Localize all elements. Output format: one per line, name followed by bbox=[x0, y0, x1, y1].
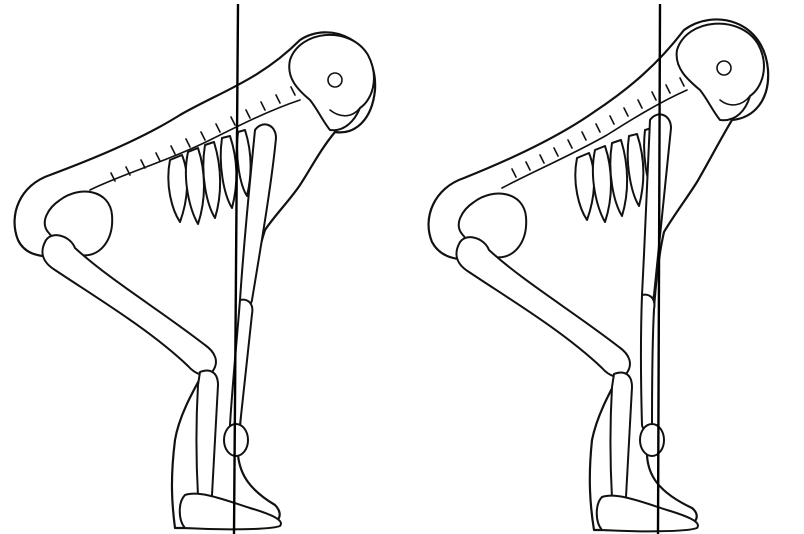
hand bbox=[640, 424, 664, 456]
skull bbox=[289, 35, 374, 130]
ribcage bbox=[168, 130, 250, 224]
tibia bbox=[197, 371, 219, 504]
femur bbox=[456, 237, 629, 377]
hand bbox=[224, 424, 248, 456]
figure-panel-right bbox=[402, 0, 804, 534]
tibia bbox=[611, 373, 633, 506]
skeleton-illustration-left bbox=[0, 0, 402, 534]
forearm bbox=[641, 295, 655, 431]
forearm bbox=[230, 300, 252, 431]
bar-path-line bbox=[658, 4, 660, 534]
skeleton-illustration-right bbox=[402, 0, 804, 534]
femur bbox=[42, 235, 215, 375]
foot bbox=[597, 496, 698, 532]
figure-panel-left bbox=[0, 0, 402, 534]
skull bbox=[677, 24, 764, 121]
